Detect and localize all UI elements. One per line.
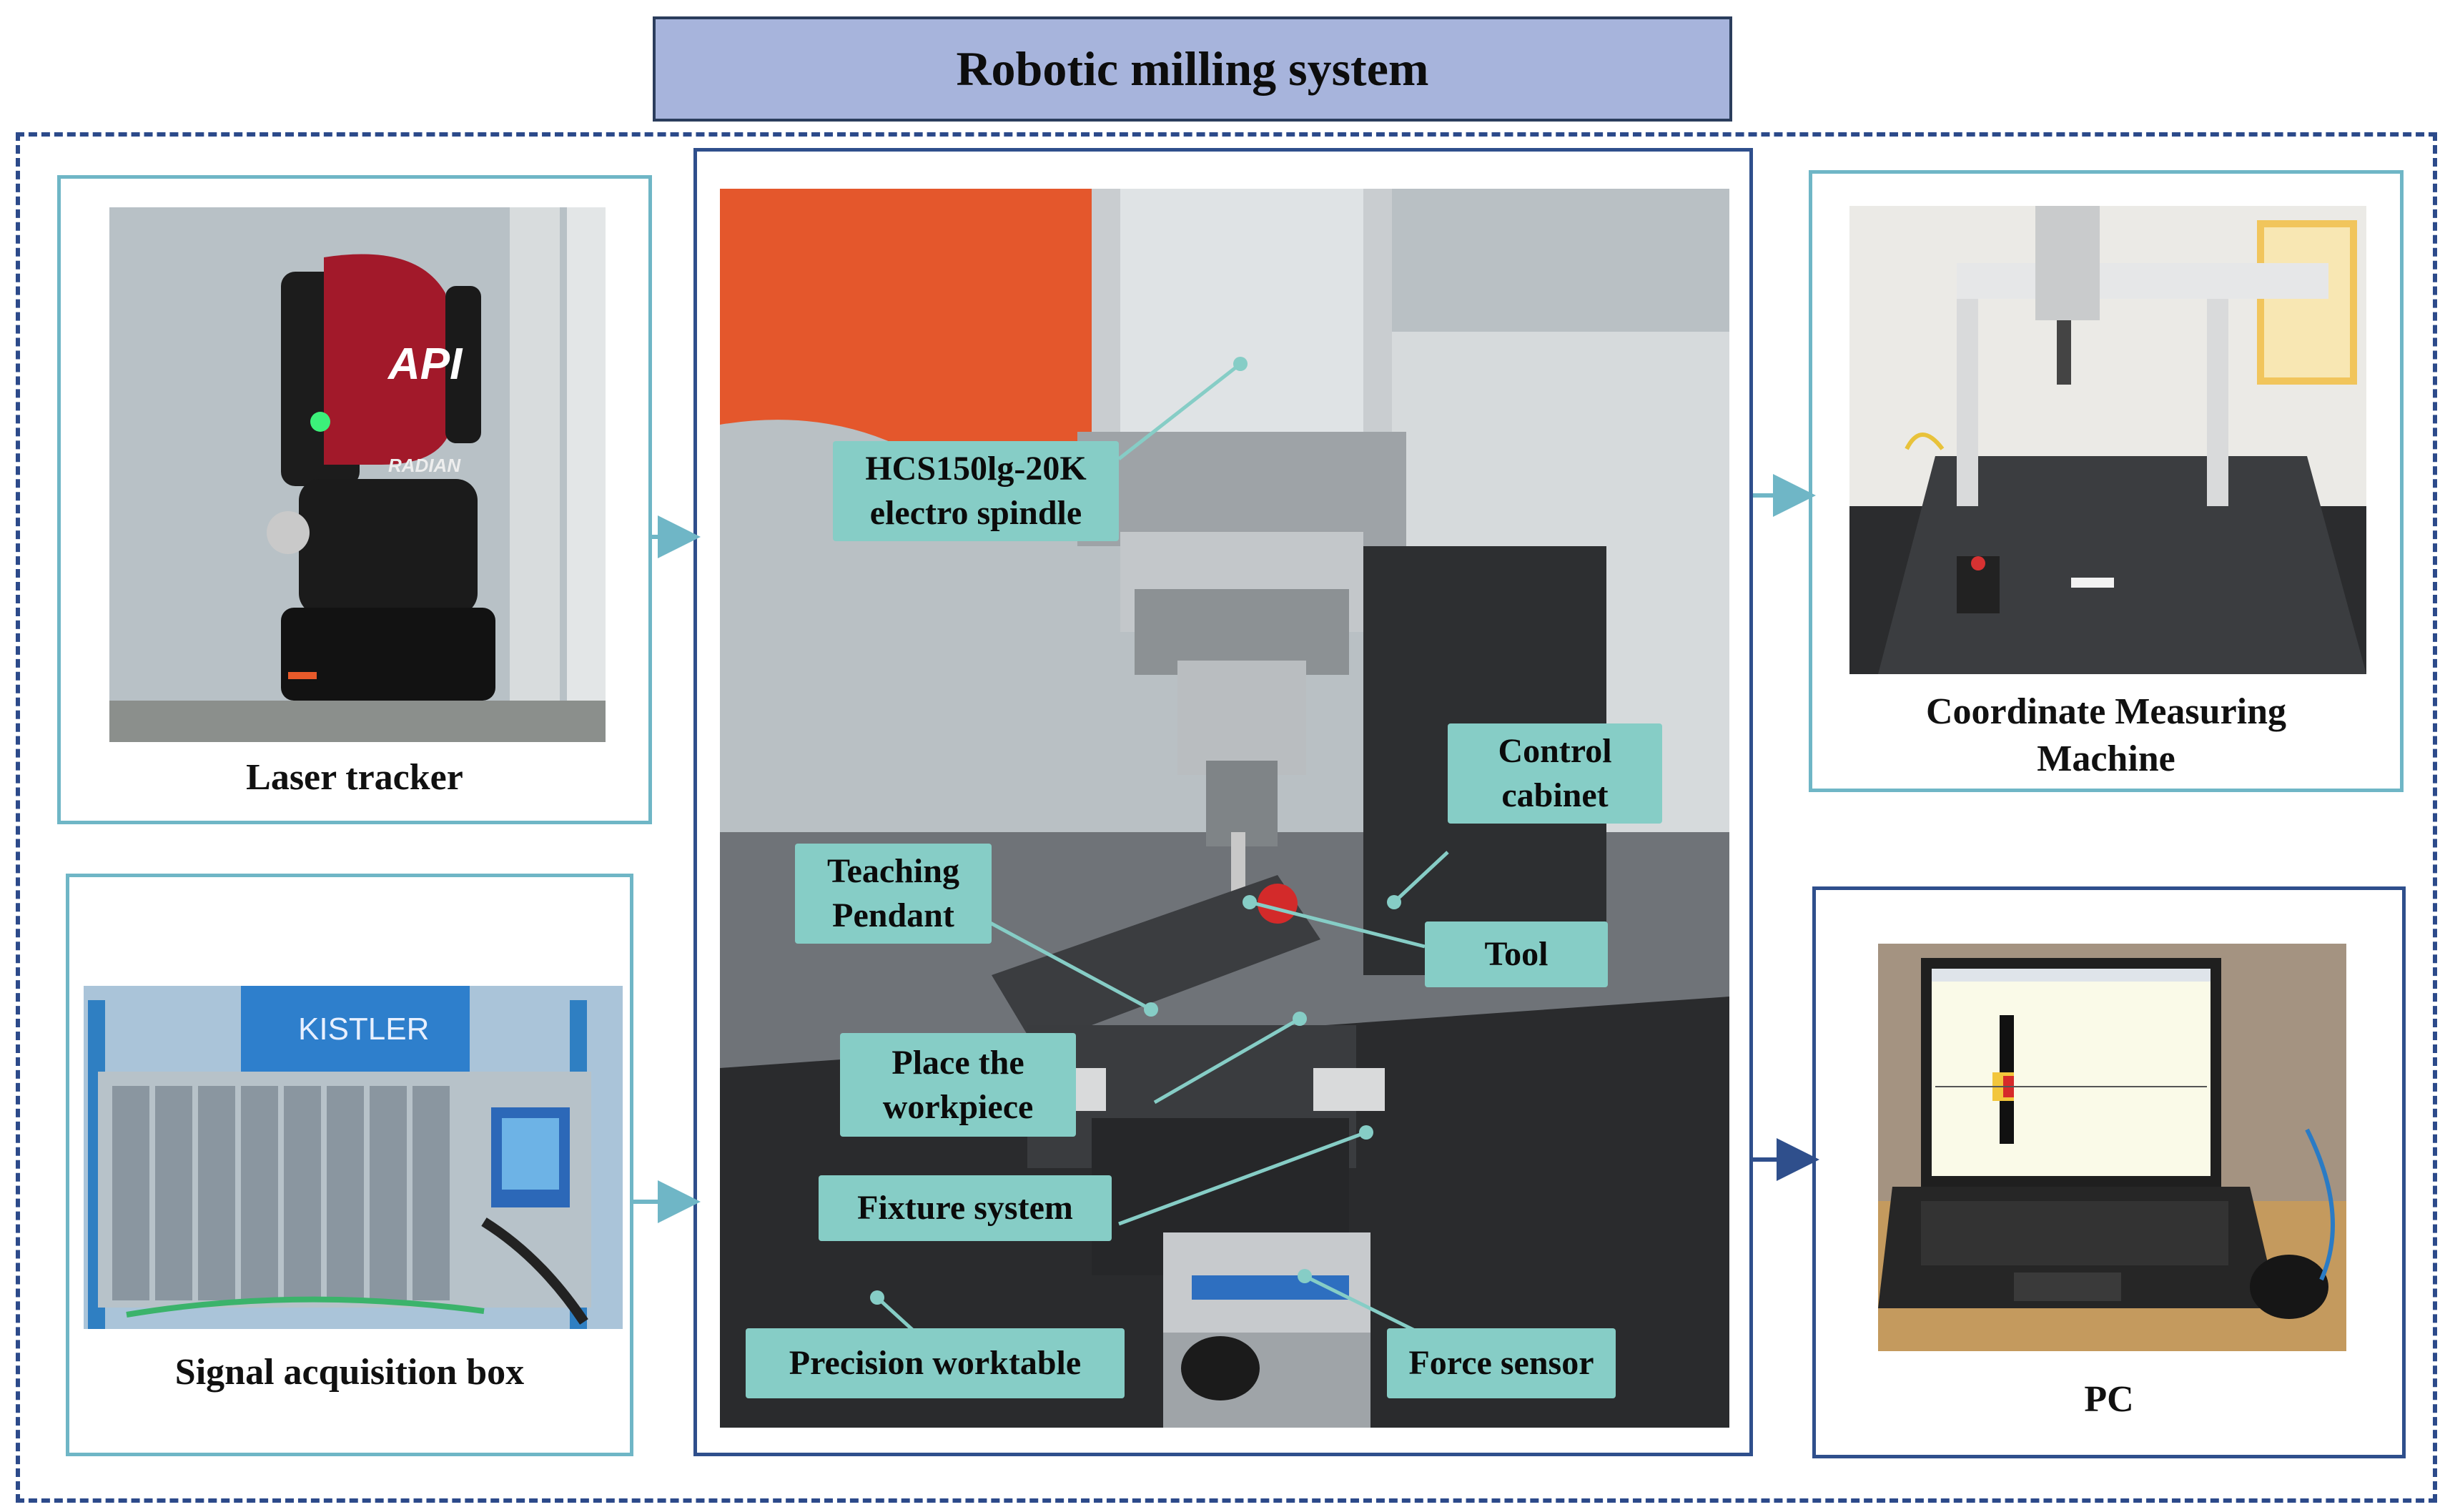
teaching-pendant-label-line1: Teaching [827, 852, 959, 890]
cmm-caption-line2: Machine [2037, 738, 2175, 779]
laser-tracker-caption: Laser tracker [246, 757, 463, 798]
spindle-label-line1: HCS150lg-20K [865, 450, 1087, 488]
force-sensor-label: Force sensor [1387, 1328, 1616, 1398]
place-workpiece-label-line1: Place the [891, 1043, 1024, 1082]
title-box: Robotic milling system [653, 16, 1732, 122]
pc-panel: PC [1812, 886, 2406, 1458]
force-sensor-label-text: Force sensor [1408, 1344, 1594, 1382]
spindle-label: HCS150lg-20K electro spindle [833, 441, 1119, 541]
control-cabinet-label-line2: cabinet [1501, 776, 1609, 814]
place-workpiece-label-line2: workpiece [882, 1087, 1034, 1126]
tool-label: Tool [1425, 921, 1608, 987]
diagram-title: Robotic milling system [956, 41, 1429, 96]
robot-cell-panel: HCS150lg-20K electro spindle Control cab… [693, 148, 1753, 1456]
system-boundary-frame [16, 132, 2437, 1503]
radian-logo: RADIAN [388, 455, 461, 476]
laser-tracker-photo: API RADIAN [109, 207, 606, 742]
signal-acquisition-panel: KISTLER Signal acquisition box [66, 874, 633, 1456]
kistler-logo: KISTLER [298, 1012, 429, 1047]
laser-tracker-panel: API RADIAN Laser tracker [57, 175, 652, 824]
precision-worktable-label-text: Precision worktable [789, 1344, 1082, 1382]
cmm-caption-line1: Coordinate Measuring [1925, 691, 2287, 732]
control-cabinet-label-line1: Control [1498, 732, 1612, 770]
tool-label-text: Tool [1484, 935, 1548, 973]
control-cabinet-label: Control cabinet [1448, 723, 1662, 824]
leader-lines [870, 357, 1449, 1343]
cmm-photo [1849, 206, 2366, 674]
precision-worktable-label: Precision worktable [746, 1328, 1125, 1398]
teaching-pendant-label: Teaching Pendant [795, 844, 992, 944]
signal-box-caption: Signal acquisition box [174, 1352, 525, 1393]
api-logo: API [387, 340, 463, 389]
teaching-pendant-label-line2: Pendant [832, 896, 954, 934]
signal-box-photo: KISTLER [84, 986, 623, 1329]
fixture-system-label-text: Fixture system [857, 1189, 1073, 1227]
spindle-label-line2: electro spindle [869, 494, 1082, 532]
place-workpiece-label: Place the workpiece [840, 1033, 1076, 1137]
cmm-caption: Coordinate Measuring Machine [1812, 688, 2400, 783]
cmm-panel: Coordinate Measuring Machine [1809, 170, 2404, 792]
pc-caption: PC [2084, 1379, 2134, 1420]
fixture-system-label: Fixture system [819, 1175, 1112, 1241]
pc-photo [1878, 944, 2346, 1351]
